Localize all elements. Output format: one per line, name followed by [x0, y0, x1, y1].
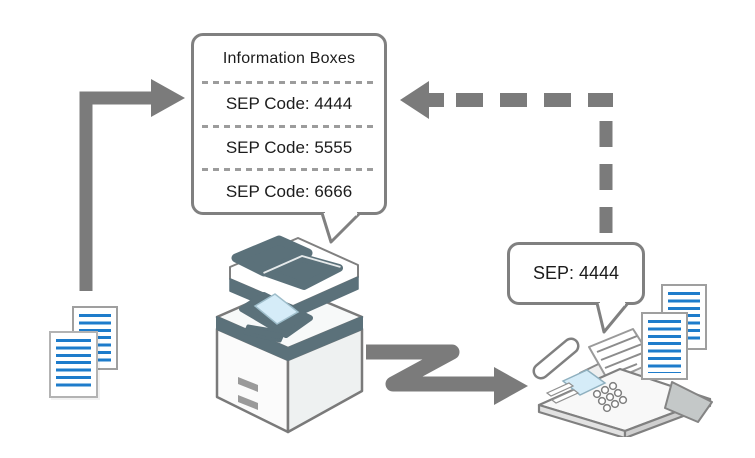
printer-dark-collar	[216, 316, 363, 361]
send-zigzag-arrow-icon	[366, 344, 528, 405]
printer-lid-highlight	[263, 255, 341, 274]
printer-adf-tray	[263, 254, 343, 290]
fax-keypad	[592, 381, 628, 413]
printer-control-panel	[239, 292, 313, 338]
fax-handset-outline	[532, 337, 580, 380]
sep-code-entry-2: SEP Code: 5555	[225, 138, 353, 157]
printer-adf-lid	[231, 235, 313, 277]
fax-sep-label: SEP: 4444	[532, 263, 620, 283]
fax-sep-bubble-tail	[595, 300, 630, 334]
printer-touchscreen	[253, 293, 300, 325]
printer-drawer-handle-2	[238, 395, 258, 410]
fax-button-bars	[545, 382, 580, 404]
dashed-divider	[202, 168, 376, 172]
printer-body-top	[215, 284, 364, 350]
fax-lcd-screen	[561, 369, 607, 396]
document-text-lines	[648, 320, 681, 373]
printer-scanner-body	[229, 237, 359, 307]
printer-body-front	[215, 327, 290, 434]
sep-code-entry-3: SEP Code: 6666	[225, 181, 353, 201]
fax-handset	[535, 340, 577, 377]
printer-body-right	[286, 327, 364, 434]
sep-code-entry-1: SEP Code: 4444	[225, 94, 353, 114]
dashed-divider	[202, 124, 376, 128]
printer-drawer-handle-1	[238, 377, 258, 392]
dashed-divider	[202, 81, 376, 84]
store-arrow-icon	[79, 79, 185, 291]
fax-body-front-edge	[537, 403, 627, 437]
document-page	[641, 312, 688, 380]
fax-output-tray	[664, 381, 713, 423]
document-text-lines	[56, 339, 91, 391]
retrieve-dashed-arrow-icon	[400, 81, 613, 235]
information-boxes-title: Information Boxes	[222, 49, 356, 67]
fax-body-right-edge	[623, 397, 712, 437]
fax-sep-bubble: SEP: 4444	[507, 242, 645, 305]
information-boxes-bubble-tail	[320, 210, 362, 244]
multifunction-printer-illustration	[215, 235, 364, 434]
printer-panel-ledge	[243, 324, 286, 343]
information-boxes-bubble: Information Boxes SEP Code: 4444 SEP Cod…	[191, 33, 387, 215]
printer-scanner-base-band	[229, 276, 359, 319]
document-page	[49, 331, 98, 398]
